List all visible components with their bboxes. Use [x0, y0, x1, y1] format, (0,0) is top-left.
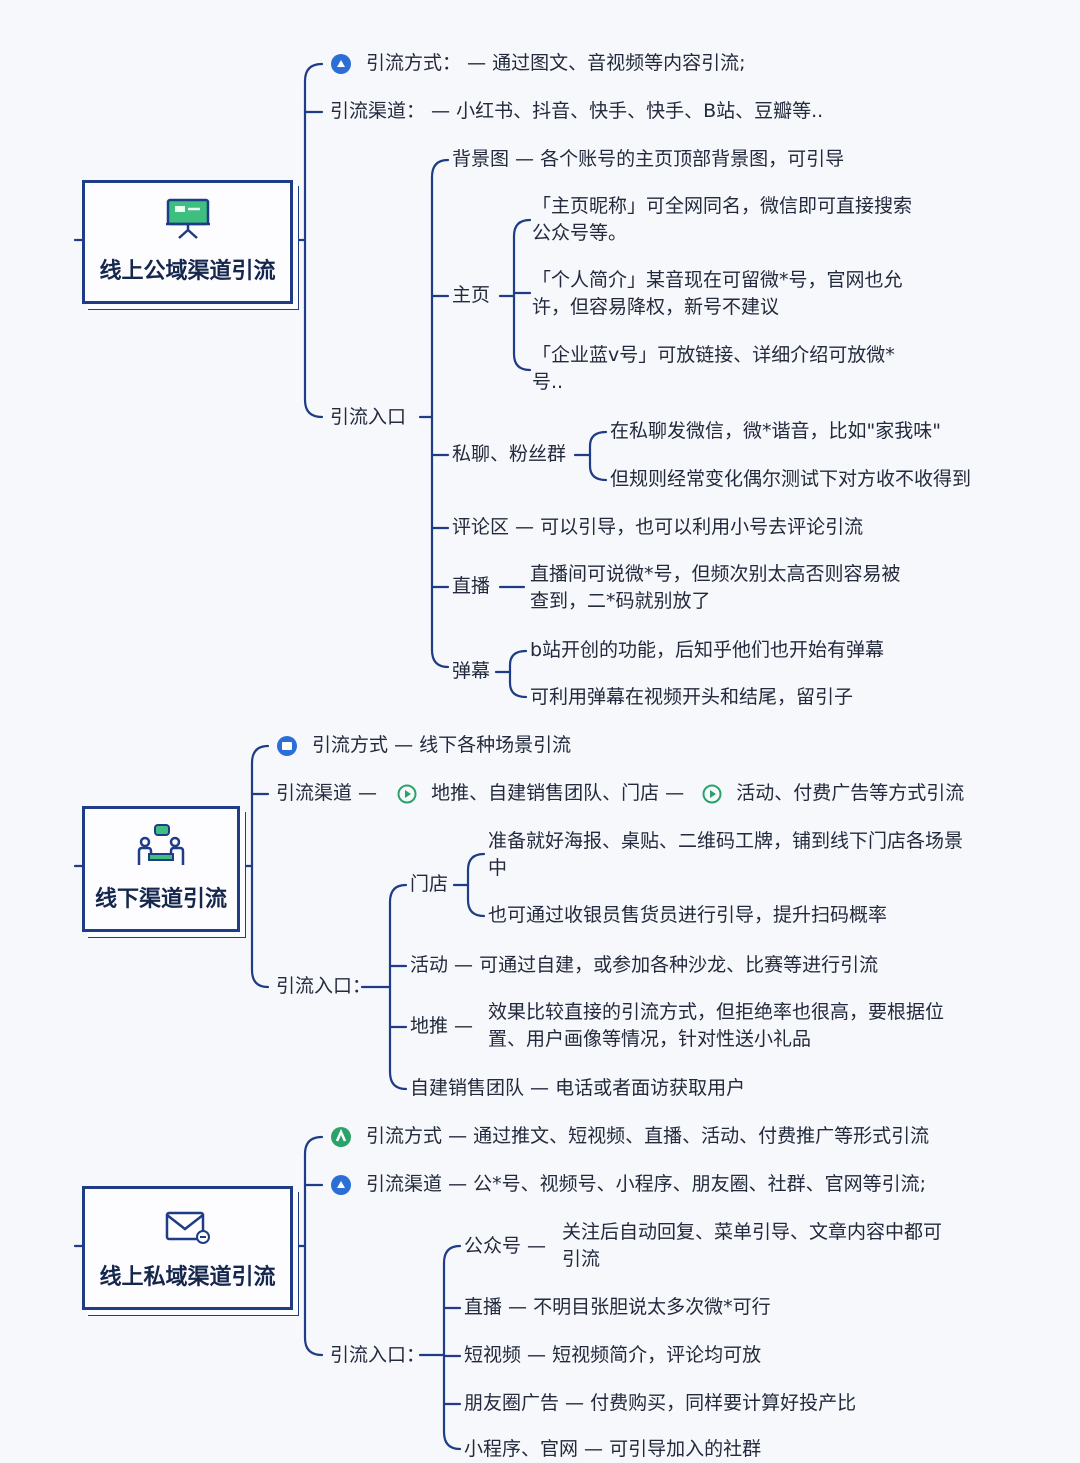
channel-node: 引流渠道： — 小红书、抖音、快手、快手、B站、豆瓣等.. [330, 100, 824, 122]
official-account-item: 关注后自动回复、菜单引导、文章内容中都可 引流 [562, 1221, 943, 1270]
homepage-node: 主页 [452, 284, 491, 306]
flow-bullet-icon [277, 735, 297, 756]
live-node: 直播 [452, 575, 491, 597]
flow-bullet-icon [331, 1174, 351, 1195]
danmaku-item: b站开创的功能，后知乎他们也开始有弹幕 [530, 639, 885, 661]
private-method-node: 引流方式 — 通过推文、短视频、直播、活动、付费推广等形式引流 [330, 1123, 929, 1150]
short-video-node: 短视频 — 短视频简介，评论均可放 [464, 1344, 762, 1366]
method-node: 引流方式： — 通过图文、音视频等内容引流; [330, 50, 746, 77]
store-item: 准备就好海报、桌贴、二维码工牌，铺到线下门店各场景 中 [488, 830, 964, 879]
root-node-online-private: 线上私域渠道引流 [82, 1186, 293, 1310]
meeting-people-icon [137, 824, 185, 865]
live-item: 直播间可说微*号，但频次别太高否则容易被 查到，二*码就别放了 [530, 563, 901, 612]
root-node-offline: 线下渠道引流 [82, 806, 240, 932]
homepage-item-nickname: 「主页昵称」可全网同名，微信即可直接搜索 公众号等。 [532, 195, 913, 244]
sales-team-node: 自建销售团队 — 电话或者面访获取用户 [410, 1077, 746, 1099]
offline-method-node: 引流方式 — 线下各种场景引流 [276, 732, 571, 759]
flow-bullet-icon [331, 53, 351, 74]
danmaku-item: 可利用弹幕在视频开头和结尾，留引子 [530, 686, 854, 708]
ground-promo-node: 地推 — [410, 1015, 474, 1037]
private-chat-item: 在私聊发微信，微*谐音，比如"家我味" [610, 420, 941, 442]
moments-ad-node: 朋友圈广告 — 付费购买，同样要计算好投产比 [464, 1392, 857, 1414]
private-live-node: 直播 — 不明目张胆说太多次微*可行 [464, 1296, 771, 1318]
root-title: 线上公域渠道引流 [99, 259, 276, 284]
private-channel-node: 引流渠道 — 公*号、视频号、小程序、朋友圈、社群、官网等引流; [330, 1171, 926, 1198]
play-circle-icon [702, 784, 722, 803]
private-chat-node: 私聊、粉丝群 [452, 443, 567, 465]
comment-node: 评论区 — 可以引导，也可以利用小号去评论引流 [452, 516, 864, 538]
presentation-screen-icon [165, 198, 210, 239]
ground-promo-item: 效果比较直接的引流方式，但拒绝率也很高，要根据位 置、用户画像等情况，针对性送小… [488, 1001, 945, 1050]
homepage-item-enterprise: 「企业蓝v号」可放链接、详细介绍可放微* 号.. [532, 344, 895, 393]
mini-program-node: 小程序、官网 — 可引导加入的社群 [464, 1438, 762, 1460]
activity-node: 活动 — 可通过自建，或参加各种沙龙、比赛等进行引流 [410, 954, 879, 976]
store-item: 也可通过收银员售货员进行引导，提升扫码概率 [488, 904, 888, 926]
root-title: 线上私域渠道引流 [99, 1265, 276, 1290]
background-image-node: 背景图 — 各个账号的主页顶部背景图，可引导 [452, 148, 845, 170]
official-account-node: 公众号 — [464, 1235, 547, 1257]
play-circle-icon [397, 784, 417, 803]
danmaku-node: 弹幕 [452, 660, 491, 682]
offline-channel-node: 引流渠道 — 地推、自建销售团队、门店 — 活动、付费广告等方式引流 [276, 782, 965, 804]
entry-node: 引流入口 [330, 406, 407, 428]
private-entry-node: 引流入口： [330, 1344, 426, 1366]
root-title: 线下渠道引流 [94, 887, 227, 912]
mail-icon [165, 1211, 210, 1244]
store-node: 门店 [410, 873, 449, 895]
homepage-item-bio: 「个人简介」某音现在可留微*号，官网也允 许，但容易降权，新号不建议 [532, 269, 903, 318]
offline-entry-node: 引流入口： [276, 975, 372, 997]
private-chat-item: 但规则经常变化偶尔测试下对方收不收得到 [610, 468, 972, 490]
root-node-online-public: 线上公域渠道引流 [82, 180, 293, 304]
flow-bullet-icon [331, 1126, 351, 1147]
